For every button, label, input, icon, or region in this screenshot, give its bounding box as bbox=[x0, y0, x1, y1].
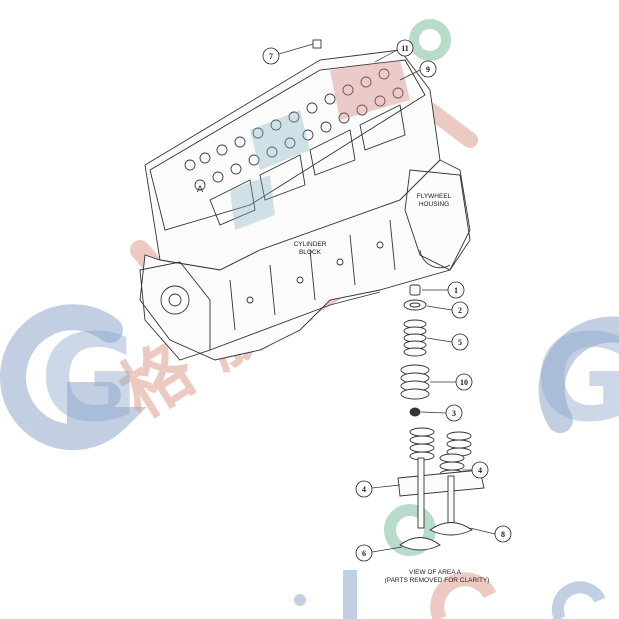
svg-text:7: 7 bbox=[269, 52, 273, 61]
callout-9: 9 bbox=[419, 60, 437, 78]
svg-text:9: 9 bbox=[426, 65, 430, 74]
engine-block-drawing bbox=[139, 39, 471, 361]
callout-4-left: 4 bbox=[355, 480, 373, 498]
svg-text:3: 3 bbox=[452, 409, 456, 418]
svg-text:11: 11 bbox=[401, 44, 409, 53]
callout-4-right: 4 bbox=[471, 461, 489, 479]
callout-1: 1 bbox=[447, 281, 465, 299]
callout-8: 8 bbox=[494, 525, 512, 543]
svg-text:4: 4 bbox=[478, 466, 482, 475]
view-caption-2: (PARTS REMOVED FOR CLARITY) bbox=[385, 577, 490, 584]
callouts: 7 11 9 1 2 5 10 3 4 4 8 6 bbox=[262, 39, 512, 562]
callout-10: 10 bbox=[455, 373, 473, 391]
svg-text:4: 4 bbox=[362, 485, 366, 494]
valve-parts-drawing bbox=[397, 284, 485, 551]
callout-6: 6 bbox=[355, 544, 373, 562]
callout-7: 7 bbox=[262, 47, 280, 65]
watermark-latin-left: G bbox=[40, 310, 139, 449]
svg-text:2: 2 bbox=[458, 306, 462, 315]
svg-text:6: 6 bbox=[362, 549, 366, 558]
svg-text:8: 8 bbox=[501, 530, 505, 539]
outer-spring-part bbox=[400, 364, 430, 400]
view-caption-1: VIEW OF AREA A bbox=[409, 569, 462, 576]
callout-3: 3 bbox=[445, 404, 463, 422]
cylinder-label-1: CYLINDER bbox=[294, 241, 327, 248]
valve-cap-part bbox=[409, 284, 421, 296]
flywheel-label-2: HOUSING bbox=[419, 201, 449, 208]
svg-text:5: 5 bbox=[458, 338, 462, 347]
tint-highlights bbox=[230, 60, 410, 230]
inner-spring-part bbox=[403, 319, 427, 357]
cylinder-label-2: BLOCK bbox=[299, 249, 322, 256]
callout-11: 11 bbox=[396, 39, 414, 57]
flywheel-label-1: FLYWHEEL bbox=[417, 193, 452, 200]
crosshead-part bbox=[397, 469, 485, 497]
svg-text:1: 1 bbox=[454, 286, 458, 295]
callout-5: 5 bbox=[451, 333, 469, 351]
valve-head-6 bbox=[399, 537, 441, 551]
leader-lines bbox=[278, 43, 496, 553]
valve-head-8 bbox=[429, 522, 473, 536]
watermark-latin-right: G bbox=[535, 310, 619, 449]
svg-text:10: 10 bbox=[460, 378, 468, 387]
callout-2: 2 bbox=[451, 301, 469, 319]
valve-seal-part bbox=[409, 407, 421, 417]
area-a-label: A bbox=[197, 184, 203, 194]
